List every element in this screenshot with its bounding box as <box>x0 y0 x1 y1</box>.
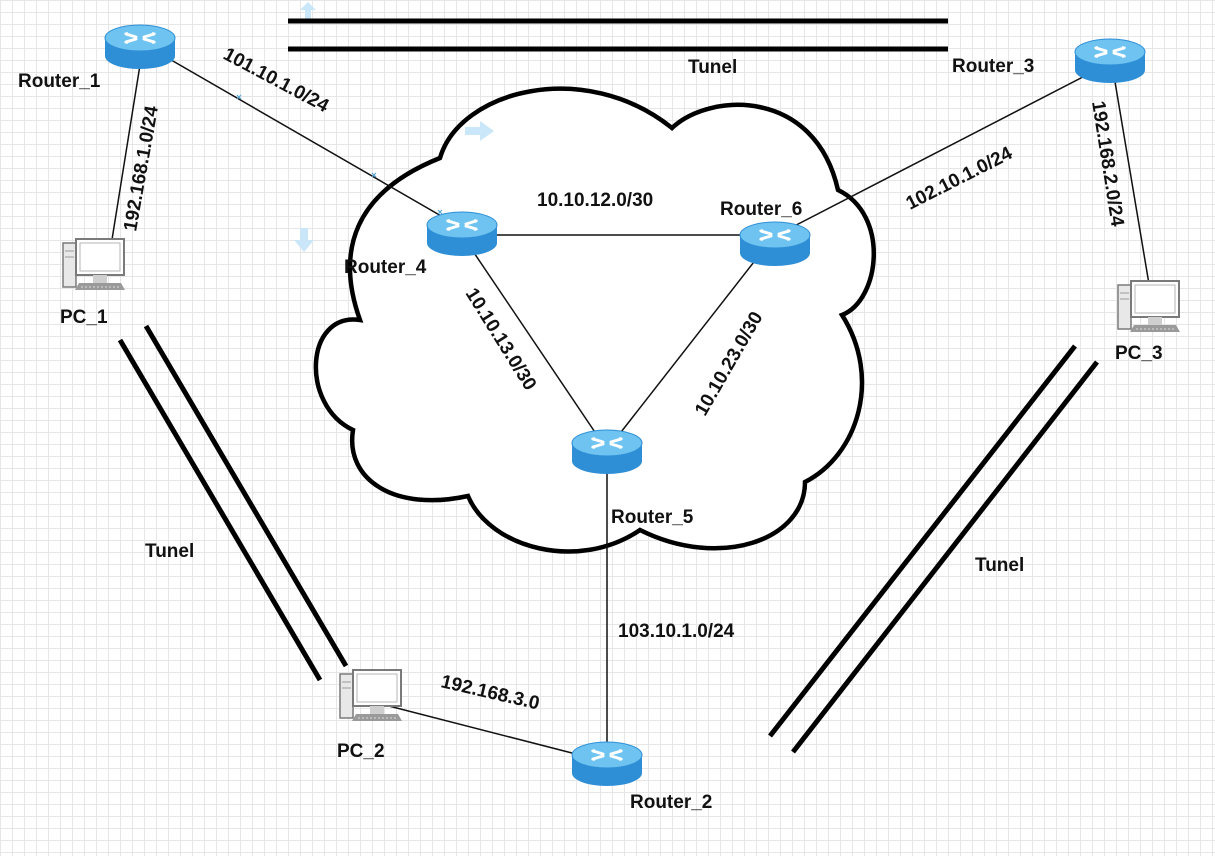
net-label-r1-pc1: 192.168.1.0/24 <box>120 104 163 233</box>
link-pc2-router2 <box>384 704 608 763</box>
router-2-label: Router_2 <box>630 792 712 813</box>
link-marker <box>371 172 377 178</box>
arrow-down-icon <box>294 228 314 252</box>
router-1-label: Router_1 <box>18 71 101 92</box>
link-router3-router6 <box>774 63 1109 237</box>
net-label-pc2-r2: 192.168.3.0 <box>439 671 542 714</box>
router-1-icon[interactable] <box>103 23 177 71</box>
tunnel-top <box>288 18 948 52</box>
net-label-r4-r6: 10.10.12.0/30 <box>537 190 653 211</box>
router-5-icon[interactable] <box>570 428 644 476</box>
net-label-r1-r4: 101.10.1.0/24 <box>220 44 333 117</box>
pc-2-icon[interactable] <box>339 669 403 722</box>
net-label-r5-r2: 103.10.1.0/24 <box>618 621 735 642</box>
tunnel-top-label: Tunel <box>688 57 737 78</box>
link-router3-pc3 <box>1111 63 1151 291</box>
link-router6-router5 <box>606 234 776 451</box>
pc-3-icon[interactable] <box>1117 280 1181 333</box>
tunnel-right <box>768 344 1099 754</box>
router-6-label: Router_6 <box>720 199 802 220</box>
link-marker <box>236 94 242 100</box>
link-router4-router5 <box>461 234 608 451</box>
router-6-icon[interactable] <box>738 220 812 268</box>
cloud-boundary <box>313 86 876 554</box>
pc-3-label: PC_3 <box>1115 343 1163 364</box>
router-2-icon[interactable] <box>570 740 644 788</box>
pc-1-icon[interactable] <box>62 238 126 291</box>
link-marker <box>437 209 443 215</box>
link-router1-pc1 <box>109 64 141 253</box>
tunnel-left-label: Tunel <box>145 541 194 562</box>
arrow-right-icon <box>465 121 494 141</box>
router-3-icon[interactable] <box>1073 37 1147 85</box>
link-router1-router4 <box>139 41 463 229</box>
net-label-r3-r6: 102.10.1.0/24 <box>903 143 1016 215</box>
router-4-icon[interactable] <box>425 210 499 258</box>
tunnel-left <box>117 324 349 682</box>
router-4-label: Router_4 <box>344 257 427 278</box>
router-5-label: Router_5 <box>611 507 694 528</box>
pc-1-label: PC_1 <box>60 307 108 328</box>
pc-2-label: PC_2 <box>337 741 385 762</box>
arrow-up-icon <box>300 2 316 20</box>
tunnel-right-label: Tunel <box>975 555 1024 576</box>
router-3-label: Router_3 <box>952 56 1034 77</box>
